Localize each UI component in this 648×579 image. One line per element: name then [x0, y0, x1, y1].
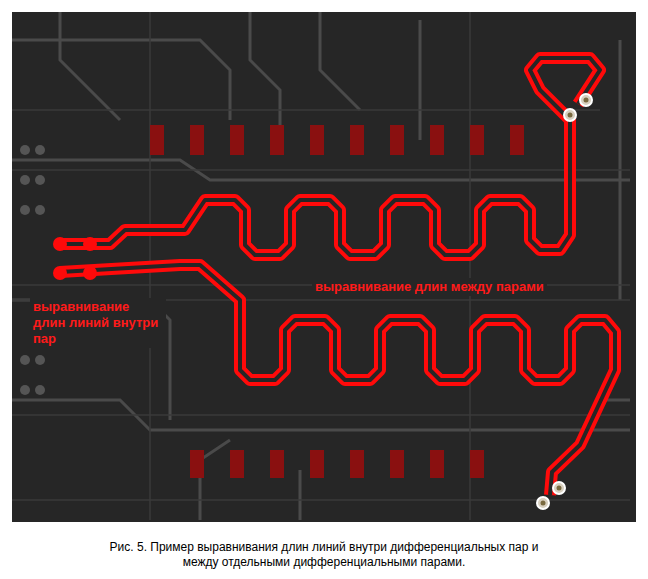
figure-caption: Рис. 5. Пример выравнивания длин линий в…	[104, 540, 544, 570]
annotation-label: выравнивание длин между парами	[312, 278, 547, 296]
annotation-label: выравнивание длин линий внутри пар	[30, 298, 166, 348]
